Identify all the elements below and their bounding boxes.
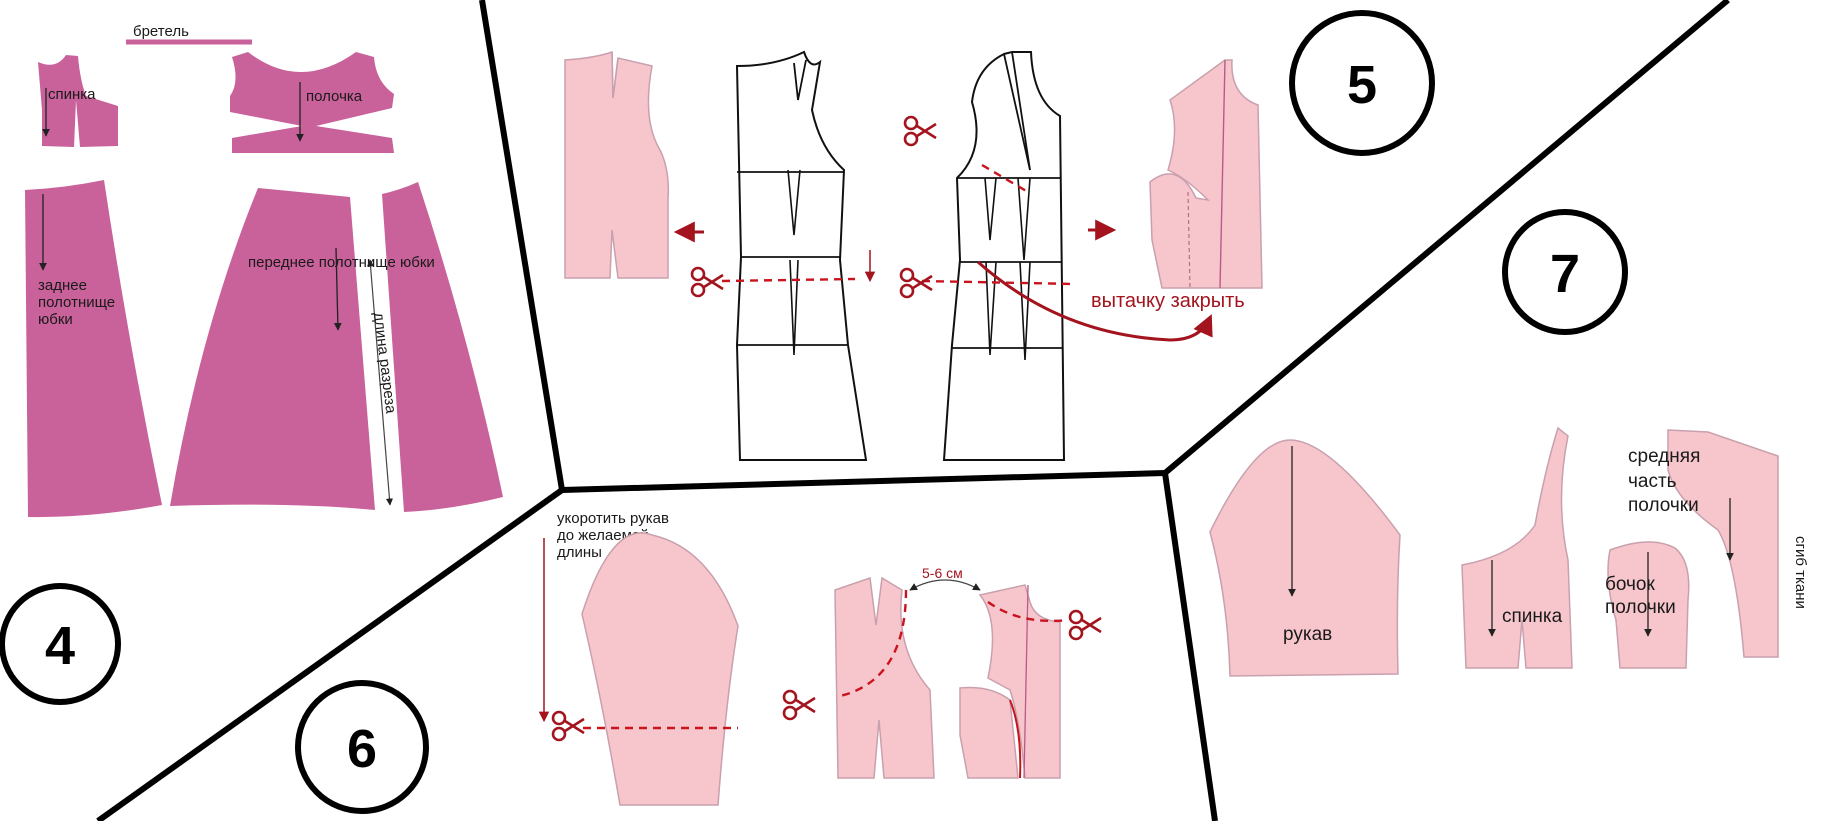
back-armhole-cut-line (839, 589, 908, 698)
front-skirt-side-piece (382, 182, 503, 512)
curved-arrow-icon (977, 260, 1213, 342)
back-bodice-dart (611, 51, 619, 99)
scissors-icon (690, 266, 725, 298)
step-6-circle (295, 680, 429, 814)
step-5-number: 5 (1347, 55, 1377, 115)
close-dart-label: вытачку закрыть (1091, 290, 1245, 312)
step-7-number: 7 (1550, 244, 1580, 304)
middle-front-label-3: полочки (1628, 495, 1699, 516)
front-piece-6 (978, 584, 1061, 779)
scissors-icon (551, 710, 586, 742)
back-label-7: спинка (1502, 606, 1563, 627)
side-front-label-2: полочки (1605, 597, 1676, 618)
back-piece-7 (1461, 426, 1573, 669)
step-4-circle (0, 583, 121, 705)
scissors-icon (1068, 609, 1103, 641)
step-7-panel: 7 рукав спинка бочок полочки средняя час… (1209, 209, 1809, 677)
gap-arrow (909, 579, 981, 591)
step-4-number: 4 (45, 616, 75, 676)
cut-line-front (921, 279, 1076, 286)
middle-front-label-1: средняя (1628, 446, 1700, 467)
slit-double-arrow (366, 259, 394, 506)
front-skirt-label: переднее полотнище юбки (248, 254, 435, 271)
shorten-label-1: укоротить рукав (557, 510, 669, 527)
sleeve-piece-6 (581, 532, 739, 806)
shorten-label-3: длины (557, 544, 602, 561)
scissors-icon (899, 267, 934, 299)
front-bodice-center-line (1219, 59, 1226, 289)
front-skirt-piece (170, 188, 375, 510)
step-5-circle (1289, 10, 1435, 156)
side-front-label-1: бочок (1605, 574, 1655, 595)
sleeve-piece-7 (1209, 439, 1401, 677)
front-side-seam-6 (1009, 699, 1022, 779)
fabric-fold-label: сгиб ткани (1792, 536, 1809, 609)
side-piece-6 (959, 686, 1019, 779)
back-skirt-label-2: полотнище (38, 294, 115, 311)
bodice-front-piece (230, 52, 394, 153)
back-skirt-label-1: заднее (38, 277, 87, 294)
back-piece-6 (834, 576, 935, 779)
scissors-icon (903, 115, 938, 147)
front-center-line-6 (1023, 584, 1029, 779)
gap-label: 5-6 см (922, 565, 963, 581)
front-bodice-dart-line (1187, 191, 1191, 289)
middle-front-piece-7 (1667, 429, 1779, 658)
step-7-circle (1502, 209, 1628, 335)
dress-pattern-back (735, 50, 868, 461)
middle-front-label-2: часть (1628, 471, 1677, 492)
panel-dividers (96, 0, 1730, 821)
back-bodice-piece (564, 50, 670, 279)
front-skirt-grainline (333, 247, 342, 331)
sleeve-label-7: рукав (1283, 624, 1332, 645)
back-skirt-label-3: юбки (38, 311, 73, 328)
front-neck-cut-line (987, 601, 1069, 623)
scissors-icon (782, 689, 817, 721)
dress-pattern-front (942, 51, 1066, 461)
back-skirt-piece (25, 180, 162, 518)
step-4-panel: бретель спинка полочка заднее полотнище … (0, 23, 503, 705)
step-5-panel: вытачку закрыть 5 (564, 10, 1435, 461)
bodice-back-piece (38, 55, 118, 147)
strap-label: бретель (133, 23, 189, 40)
step-6-number: 6 (347, 719, 377, 779)
step-6-panel: укоротить рукав до желаемой длины 5-6 см… (295, 510, 1103, 814)
front-bodice-piece (1149, 59, 1263, 289)
bodice-front-label: полочка (306, 88, 363, 105)
cut-line-armhole (981, 163, 1029, 194)
bodice-back-label: спинка (48, 86, 96, 103)
